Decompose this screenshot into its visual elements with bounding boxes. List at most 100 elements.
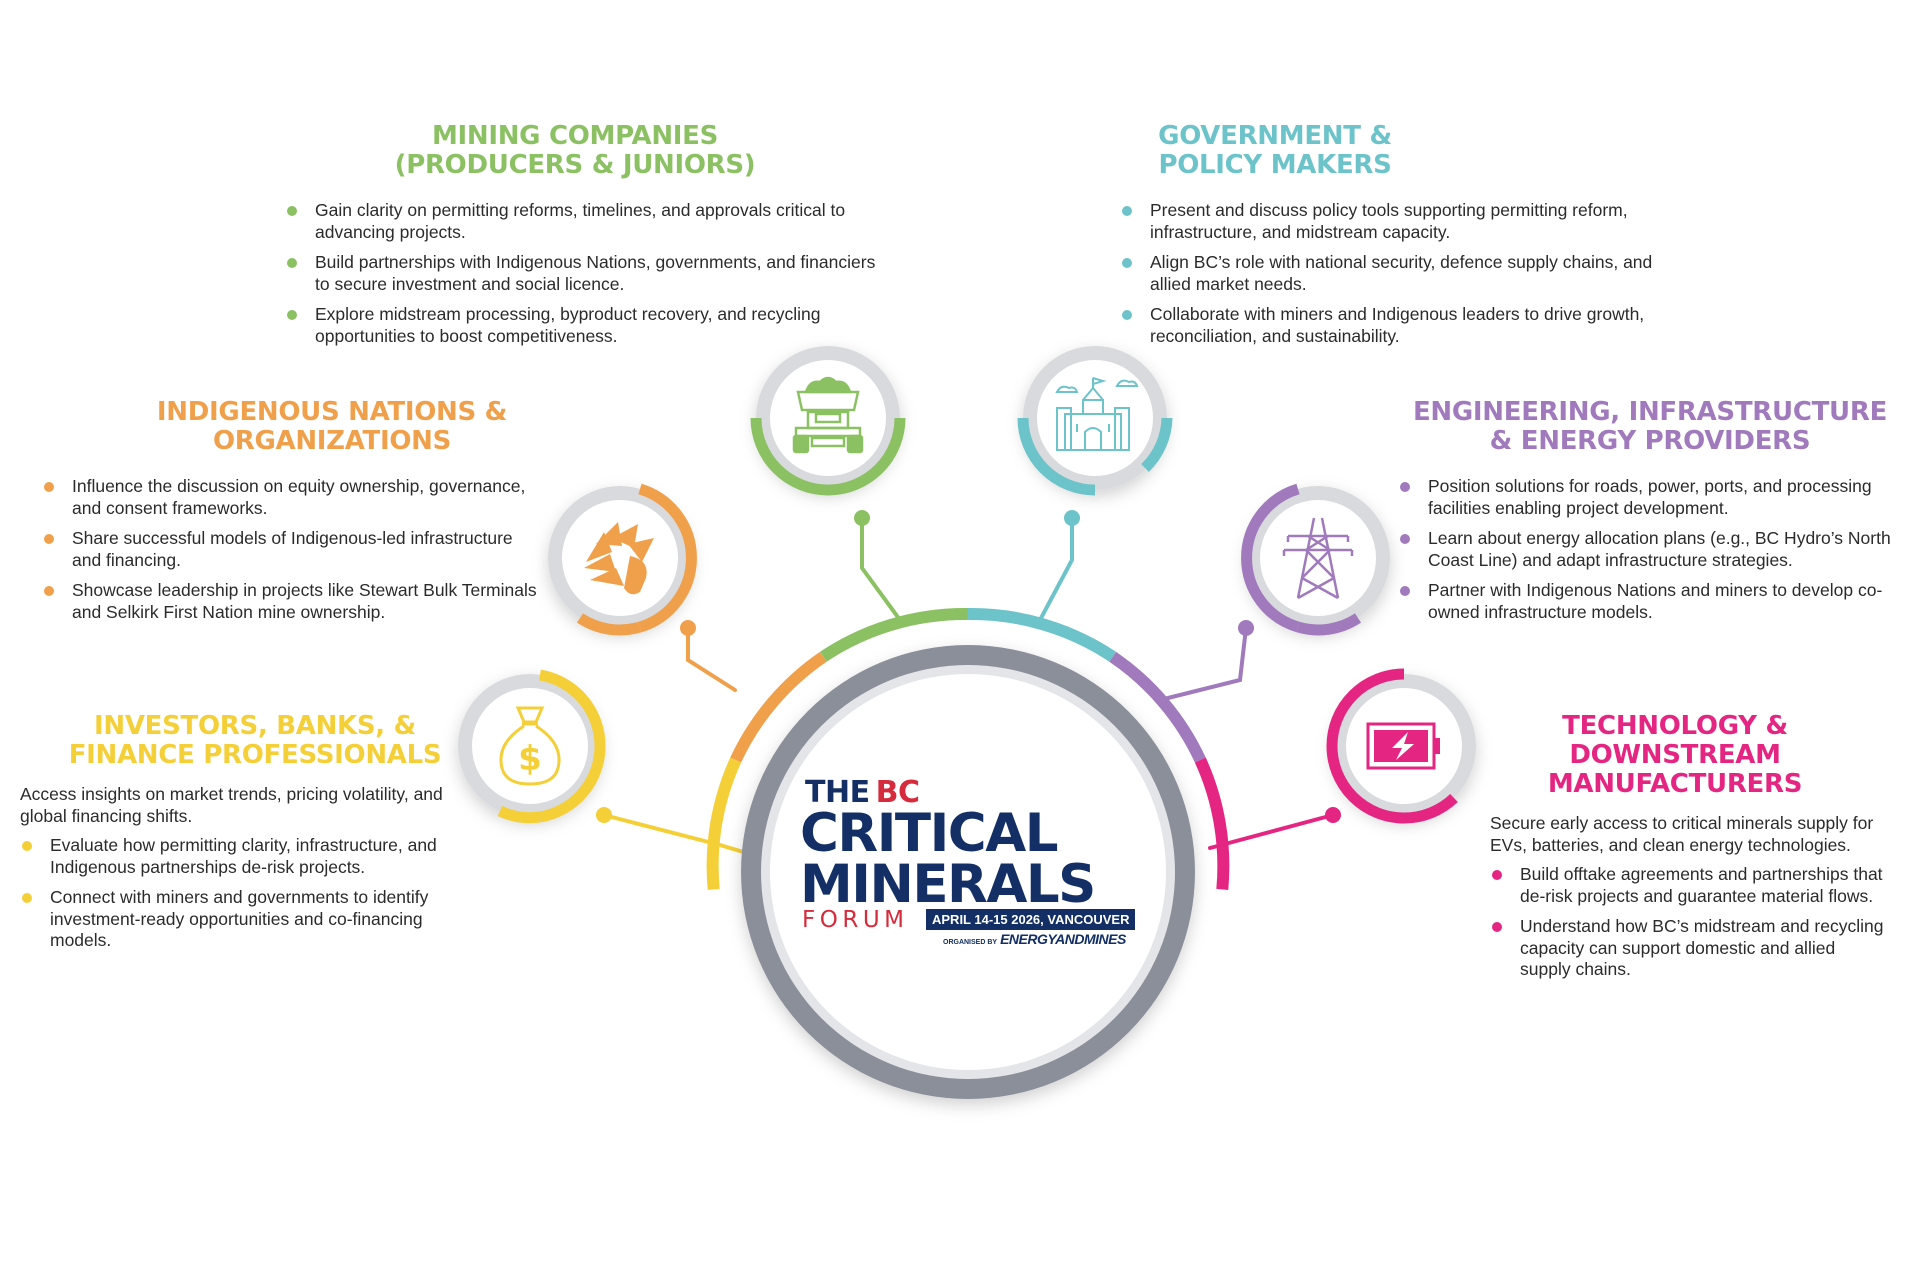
connector-indigenous (686, 626, 737, 692)
bullet-text: Influence the discussion on equity owner… (72, 476, 526, 518)
arc-engineering (1109, 651, 1206, 763)
bullet-dot (287, 310, 297, 320)
connector-dot-technology (1325, 807, 1341, 823)
bullet-item: Position solutions for roads, power, por… (1398, 476, 1898, 519)
hub-color-arc (706, 607, 1230, 890)
power-pylon-icon (1282, 517, 1354, 600)
money-bag-icon: $ (499, 706, 561, 786)
bullet-item: Align BC’s role with national security, … (1120, 252, 1675, 295)
arc-mining (819, 607, 969, 662)
panel-technology-intro: Secure early access to critical minerals… (1490, 813, 1874, 855)
bullet-text: Understand how BC’s midstream and recycl… (1520, 916, 1884, 979)
panel-title-line: & ENERGY PROVIDERS (1489, 426, 1811, 456)
connector-dot-mining (854, 510, 870, 526)
bullet-item: Evaluate how permitting clarity, infrast… (20, 835, 470, 878)
panel-government-bullets: Present and discuss policy tools support… (1120, 200, 1675, 347)
panel-investors-title: INVESTORS, BANKS, & FINANCE PROFESSIONAL… (30, 712, 480, 770)
bullet-dot (1492, 870, 1502, 880)
bullet-dot (1400, 586, 1410, 596)
bullet-item: Connect with miners and governments to i… (20, 887, 470, 952)
panel-title-line: MINING COMPANIES (431, 121, 719, 151)
panel-mining-bullets: Gain clarity on permitting reforms, time… (285, 200, 880, 347)
bullet-dot (44, 586, 54, 596)
bullet-text: Share successful models of Indigenous-le… (72, 528, 513, 570)
logo-the-word: THE (805, 775, 870, 810)
bullet-item: Showcase leadership in projects like Ste… (42, 580, 542, 623)
logo-forum: FORUM (802, 907, 909, 933)
bullet-item: Share successful models of Indigenous-le… (42, 528, 542, 571)
connector-government (1038, 516, 1074, 622)
bullet-dot (1400, 482, 1410, 492)
logo-organised-by: ORGANISED BY (943, 939, 998, 946)
panel-investors: INVESTORS, BANKS, & FINANCE PROFESSIONAL… (20, 712, 470, 961)
logo-energy-and-mines: ENERGYANDMINES (1000, 931, 1126, 947)
bullet-item: Collaborate with miners and Indigenous l… (1120, 304, 1675, 347)
panel-engineering-title: ENGINEERING, INFRASTRUCTURE & ENERGY PRO… (1390, 398, 1910, 456)
bullet-dot (44, 534, 54, 544)
bullet-text: Evaluate how permitting clarity, infrast… (50, 835, 437, 877)
panel-title-line: GOVERNMENT & (1158, 121, 1392, 151)
sector-circle-government (1017, 346, 1173, 496)
government-building-icon (1055, 377, 1139, 451)
bullet-text: Align BC’s role with national security, … (1150, 252, 1653, 294)
arc-government (967, 607, 1117, 662)
bullet-dot (1122, 310, 1132, 320)
panel-mining: MINING COMPANIES (PRODUCERS & JUNIORS) G… (285, 122, 880, 356)
battery-icon (1366, 722, 1440, 770)
arc-technology (1194, 757, 1230, 890)
panel-investors-intro: Access insights on market trends, pricin… (20, 784, 443, 826)
bullet-dot (287, 206, 297, 216)
panel-technology: TECHNOLOGY & DOWNSTREAM MANUFACTURERS Se… (1490, 712, 1890, 990)
sector-circle-investors: $ (458, 669, 606, 824)
sector-circle-technology (1326, 668, 1476, 824)
bullet-text: Build offtake agreements and partnership… (1520, 864, 1883, 906)
panel-technology-title: TECHNOLOGY & DOWNSTREAM MANUFACTURERS (1495, 712, 1855, 799)
panel-indigenous-bullets: Influence the discussion on equity owner… (42, 476, 542, 623)
bullet-item: Gain clarity on permitting reforms, time… (285, 200, 880, 243)
panel-title-line: INVESTORS, BANKS, & (93, 711, 417, 741)
connector-dot-investors (596, 807, 612, 823)
bullet-text: Build partnerships with Indigenous Natio… (315, 252, 876, 294)
panel-title-line: ENGINEERING, INFRASTRUCTURE (1412, 397, 1888, 427)
bullet-item: Build partnerships with Indigenous Natio… (285, 252, 880, 295)
logo-critical: CRITICAL (800, 803, 1059, 864)
logo-minerals: MINERALS (800, 854, 1096, 915)
bullet-item: Partner with Indigenous Nations and mine… (1398, 580, 1898, 623)
connector-dot-indigenous (680, 620, 696, 636)
bullet-dot (1400, 534, 1410, 544)
panel-government: GOVERNMENT & POLICY MAKERS Present and d… (1120, 122, 1675, 356)
bullet-dot (44, 482, 54, 492)
panel-engineering-bullets: Position solutions for roads, power, por… (1398, 476, 1898, 623)
connector-mining (860, 516, 902, 622)
panel-title-line: INDIGENOUS NATIONS & (156, 397, 508, 427)
bullet-dot (1122, 258, 1132, 268)
bullet-text: Showcase leadership in projects like Ste… (72, 580, 537, 622)
bullet-dot (22, 841, 32, 851)
bullet-item: Learn about energy allocation plans (e.g… (1398, 528, 1898, 571)
panel-title-line: TECHNOLOGY & (1562, 711, 1788, 741)
panel-title-line: POLICY MAKERS (1158, 150, 1392, 180)
bullet-item: Understand how BC’s midstream and recycl… (1490, 916, 1890, 981)
headdress-icon (584, 522, 654, 595)
hub-face (770, 674, 1166, 1070)
connector-dot-engineering (1238, 620, 1254, 636)
svg-text:$: $ (518, 739, 542, 779)
bullet-text: Present and discuss policy tools support… (1150, 200, 1628, 242)
panel-title-line: MANUFACTURERS (1547, 769, 1803, 799)
panel-investors-bullets: Evaluate how permitting clarity, infrast… (20, 835, 470, 952)
panel-title-line: (PRODUCERS & JUNIORS) (394, 150, 756, 180)
bullet-dot (1122, 206, 1132, 216)
bullet-text: Gain clarity on permitting reforms, time… (315, 200, 846, 242)
bullet-item: Build offtake agreements and partnership… (1490, 864, 1890, 907)
bullet-text: Explore midstream processing, byproduct … (315, 304, 821, 346)
arc-investors (706, 757, 742, 890)
sector-circle-indigenous (548, 483, 697, 636)
bullet-dot (287, 258, 297, 268)
panel-engineering: ENGINEERING, INFRASTRUCTURE & ENERGY PRO… (1398, 398, 1898, 632)
bullet-item: Explore midstream processing, byproduct … (285, 304, 880, 347)
panel-indigenous: INDIGENOUS NATIONS & ORGANIZATIONS Influ… (42, 398, 542, 632)
logo-bc: BC (875, 775, 920, 810)
connector-engineering (1158, 626, 1248, 702)
